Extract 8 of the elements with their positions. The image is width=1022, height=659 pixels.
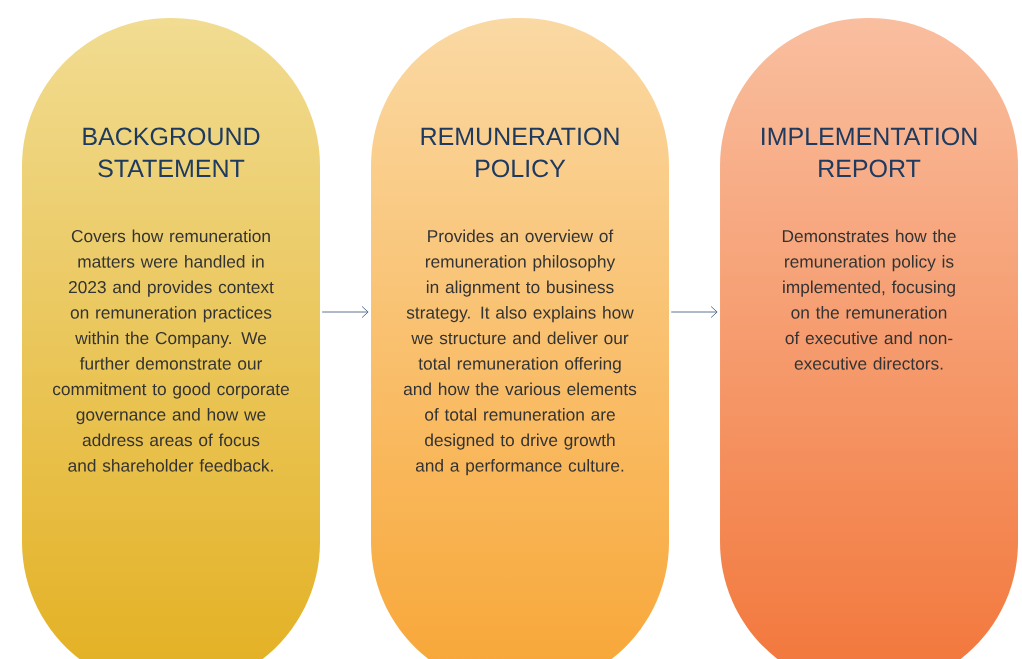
arrow xyxy=(321,306,369,318)
heading: IMPLEMENTATION REPORT xyxy=(762,127,977,178)
heading: REMUNERATION POLICY xyxy=(421,127,619,178)
description: Covers how remuneration matters were handled in 2023 and provides context on remuneration practices within the Company. We further demonstrate our commitment to good corporate governance and how we address areas of focus and shareholder feedback. xyxy=(53,229,289,472)
arrow xyxy=(670,306,718,318)
description: Provides an overview of remuneration philosophy in alignment to business strategy. It also explains how we structure and deliver our total remuneration offering and how the various elements of total remuneration are designed to drive growth and a performance culture. xyxy=(403,229,637,476)
description: Demonstrates how the remuneration policy is implemented, focusing on the remuneration of executive and non-executive directors. xyxy=(782,229,956,370)
heading: BACKGROUND STATEMENT xyxy=(83,127,260,178)
